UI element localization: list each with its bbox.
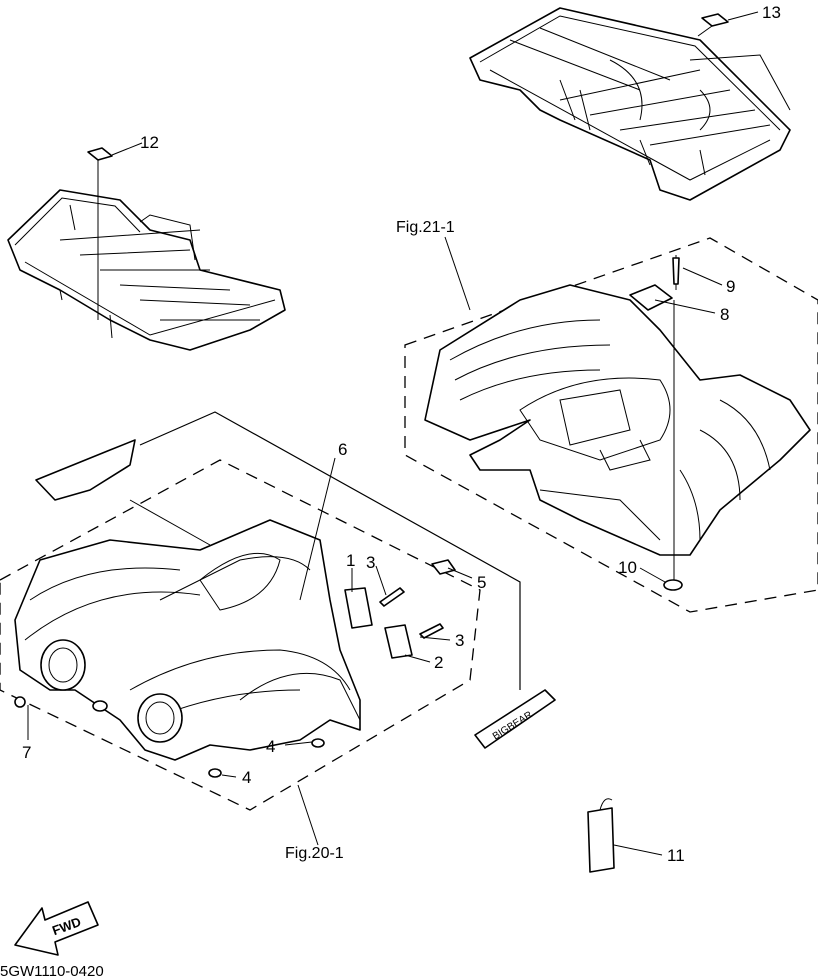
callout-10: 10 bbox=[618, 558, 637, 577]
callout-8: 8 bbox=[720, 305, 729, 324]
fwd-arrow: FWD bbox=[14, 901, 99, 956]
fig-ref-20-1: Fig.20-1 bbox=[285, 845, 344, 862]
rear-fender bbox=[404, 237, 818, 613]
rear-carrier bbox=[469, 7, 791, 201]
front-fender bbox=[0, 459, 481, 811]
fig-ref-21-1: Fig.21-1 bbox=[396, 219, 455, 236]
callout-9: 9 bbox=[726, 277, 735, 296]
callout-6: 6 bbox=[338, 440, 347, 459]
callout-11: 11 bbox=[667, 846, 685, 865]
callout-12: 12 bbox=[140, 133, 159, 152]
decal-6: BIGBEAR bbox=[35, 411, 556, 749]
callout-7: 7 bbox=[22, 743, 31, 762]
diagram-code: 5GW1110-0420 bbox=[0, 963, 104, 978]
front-carrier bbox=[7, 189, 286, 351]
callout-5: 5 bbox=[477, 573, 486, 592]
callout-1: 1 bbox=[346, 551, 355, 570]
callout-3b: 3 bbox=[455, 631, 464, 650]
callouts: 1 2 3 3 4 4 5 6 7 8 9 10 11 12 13 bbox=[22, 3, 781, 865]
callout-4b: 4 bbox=[242, 768, 251, 787]
callout-4a: 4 bbox=[266, 737, 275, 756]
callout-3a: 3 bbox=[366, 553, 375, 572]
callout-13: 13 bbox=[762, 3, 781, 22]
tag-11 bbox=[587, 798, 615, 873]
decals-12-13 bbox=[87, 13, 729, 320]
leader-lines bbox=[27, 11, 759, 856]
callout-2: 2 bbox=[434, 653, 443, 672]
